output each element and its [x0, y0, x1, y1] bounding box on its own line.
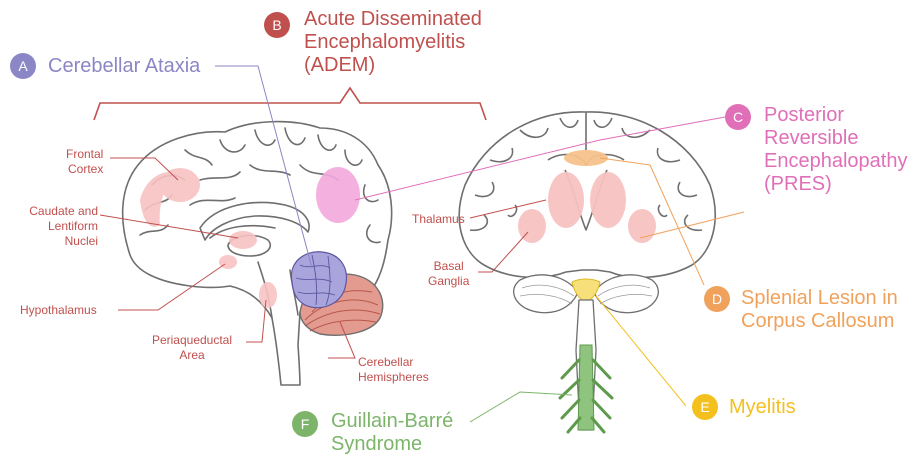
leader-gbs	[470, 392, 572, 422]
myelitis-label: Myelitis	[729, 396, 796, 419]
pres-label: Posterior Reversible Encephalopathy (PRE…	[764, 104, 907, 196]
caudate-label: Caudate and Lentiform Nuclei	[14, 204, 98, 249]
pres-label-line-3: Encephalopathy	[764, 150, 907, 173]
caudate-lesion	[229, 231, 257, 249]
adem-label-line-2: Encephalomyelitis	[304, 31, 482, 54]
coronal-brain-outline	[459, 112, 715, 277]
caudate-label-line-3: Nuclei	[14, 234, 98, 249]
adem-label-line-1: Acute Disseminated	[304, 8, 482, 31]
badge-b: B	[264, 12, 290, 38]
myelitis-lesion	[572, 279, 600, 302]
periaqueductal-label: Periaqueductal Area	[142, 333, 242, 363]
badge-d: D	[704, 286, 730, 312]
badge-c: C	[725, 104, 751, 130]
frontal-cortex-label-line-1: Frontal	[66, 147, 103, 162]
frontal-cortex-label-line-2: Cortex	[66, 162, 103, 177]
splenial-lesion-label: Splenial Lesion in Corpus Callosum	[741, 287, 898, 333]
thalamus-label: Thalamus	[412, 212, 465, 227]
splenial-lesion-label-line-1: Splenial Lesion in	[741, 287, 898, 310]
cerebellar-hemispheres-label-line-1: Cerebellar	[358, 355, 429, 370]
gbs-label: Guillain-Barré Syndrome	[331, 410, 453, 456]
cerebellar-hemispheres-label-line-2: Hemispheres	[358, 370, 429, 385]
pres-label-line-4: (PRES)	[764, 173, 907, 196]
badge-e: E	[692, 394, 718, 420]
basal-ganglia-label-line-1: Basal	[428, 259, 469, 274]
leader-myelitis	[596, 296, 686, 406]
thalamus-lesion-right	[590, 172, 626, 228]
hypothalamus-lesion	[219, 255, 237, 269]
badge-a: A	[10, 53, 36, 79]
caudate-label-line-2: Lentiform	[14, 219, 98, 234]
periaqueductal-lesion	[259, 282, 277, 308]
adem-label: Acute Disseminated Encephalomyelitis (AD…	[304, 8, 482, 77]
badge-f: F	[292, 411, 318, 437]
splenial-lesion-label-line-2: Corpus Callosum	[741, 310, 898, 333]
basal-ganglia-label: Basal Ganglia	[428, 259, 469, 289]
cerebellar-ataxia-label: Cerebellar Ataxia	[48, 55, 200, 78]
hypothalamus-label: Hypothalamus	[20, 303, 97, 318]
thalamus-lesion-left	[548, 172, 584, 228]
coronal-brain	[459, 112, 715, 277]
pres-label-line-1: Posterior	[764, 104, 907, 127]
adem-label-line-3: (ADEM)	[304, 54, 482, 77]
caudate-label-line-1: Caudate and	[14, 204, 98, 219]
adem-lesion-parietal	[316, 167, 360, 223]
basal-ganglia-label-line-2: Ganglia	[428, 274, 469, 289]
cerebellar-hemispheres-label: Cerebellar Hemispheres	[358, 355, 429, 385]
pres-label-line-2: Reversible	[764, 127, 907, 150]
frontal-cortex-label: Frontal Cortex	[66, 147, 103, 177]
periaqueductal-label-line-1: Periaqueductal	[142, 333, 242, 348]
periaqueductal-label-line-2: Area	[142, 348, 242, 363]
gbs-label-line-2: Syndrome	[331, 433, 453, 456]
adem-brace	[94, 88, 486, 120]
gbs-label-line-1: Guillain-Barré	[331, 410, 453, 433]
spinal-cord	[560, 300, 612, 432]
